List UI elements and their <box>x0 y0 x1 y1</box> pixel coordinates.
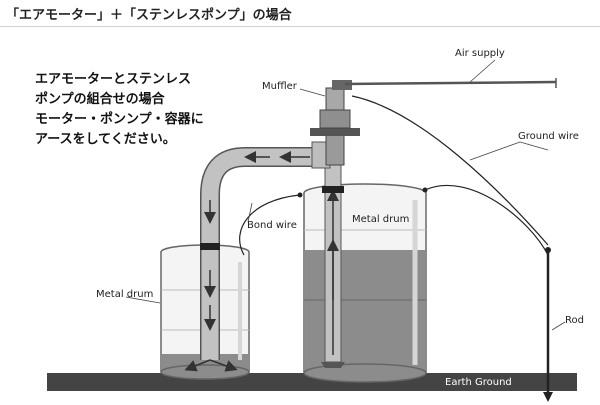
rod-label: Rod <box>565 315 584 326</box>
note-line: エアモーターとステンレス <box>35 72 192 87</box>
instruction-note: エアモーターとステンレス ポンプの組合せの場合 モーター・ポンンプ・容器に アー… <box>35 70 204 150</box>
large-drum-liquid <box>305 250 425 372</box>
earth-ground-label: Earth Ground <box>445 377 512 388</box>
title-divider <box>0 26 600 27</box>
note-line: アースをしてください。 <box>35 132 176 147</box>
bond-wire <box>239 194 301 256</box>
bond-wire-label: Bond wire <box>247 220 297 231</box>
air-motor-pump <box>310 80 360 193</box>
muffler-label: Muffler <box>262 81 297 92</box>
note-line: モーター・ポンンプ・容器に <box>35 112 204 127</box>
ground-rod <box>543 250 553 402</box>
ground-wire-drum <box>424 184 549 256</box>
air-supply-label: Air supply <box>455 48 505 59</box>
air-supply-line <box>344 80 557 86</box>
ground-wire-motor <box>351 95 549 246</box>
page-title: 「エアモーター」＋「ステンレスポンプ」の場合 <box>6 8 292 23</box>
ground-wire-label: Ground wire <box>518 131 579 142</box>
note-line: ポンプの組合せの場合 <box>35 92 165 107</box>
small-drum-label: Metal drum <box>96 289 154 300</box>
discharge-hose <box>184 147 320 372</box>
large-drum-label: Metal drum <box>352 214 410 225</box>
